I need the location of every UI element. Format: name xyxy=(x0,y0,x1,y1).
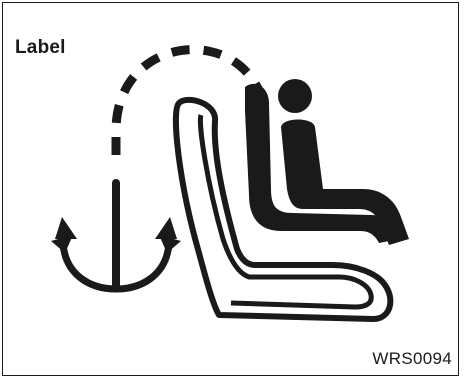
seated-person-icon xyxy=(245,79,409,245)
anchor-icon xyxy=(51,183,181,289)
child-seat-anchor-illustration xyxy=(3,3,460,377)
figure-code: WRS0094 xyxy=(372,349,452,369)
diagram-frame: Label xyxy=(2,2,459,376)
